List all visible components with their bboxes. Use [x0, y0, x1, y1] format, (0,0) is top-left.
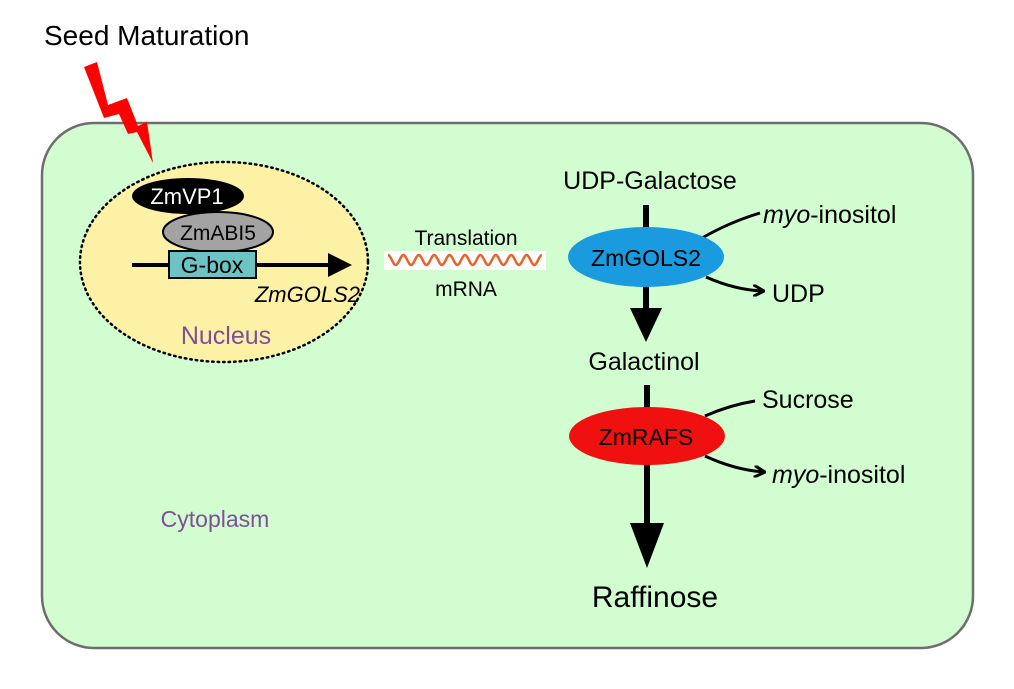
gene-name-label: ZmGOLS2 [254, 282, 360, 307]
udp-galactose-label: UDP-Galactose [563, 167, 737, 195]
translation-label: Translation [414, 227, 517, 250]
sucrose-label: Sucrose [762, 386, 854, 414]
zmabi5-label: ZmABI5 [180, 222, 256, 245]
myo-inositol-input-line [701, 211, 761, 240]
myo-prefix-2: myo [772, 461, 819, 489]
udp-label: UDP [772, 280, 825, 308]
myo-prefix: myo [763, 201, 810, 229]
gbox-element [168, 250, 257, 279]
inositol-suffix: -inositol [810, 201, 896, 229]
raffinose-label: Raffinose [592, 581, 718, 614]
myo-inositol-input-label: myo-inositol [763, 201, 896, 229]
galactinol-label: Galactinol [588, 348, 699, 376]
mrna-wave-icon [387, 253, 543, 267]
mrna-label: mRNA [435, 278, 497, 301]
zmrafs-label: ZmRAFS [599, 424, 694, 450]
zmgols2-label: ZmGOLS2 [591, 245, 701, 271]
cytoplasm-label: Cytoplasm [161, 506, 270, 532]
pathway-arrow-1-head [630, 308, 662, 342]
zmvp1-label: ZmVP1 [150, 184, 223, 209]
pathway-arrow-2-head [630, 523, 664, 568]
seed-maturation-title: Seed Maturation [44, 20, 249, 51]
zmgols2-enzyme [568, 227, 724, 287]
zmrafs-enzyme [569, 407, 725, 465]
lightning-signal-icon [84, 62, 153, 163]
sucrose-input-line [704, 399, 756, 418]
myo-inositol-output-arrow [704, 454, 764, 472]
gbox-label: G-box [181, 252, 244, 278]
gene-arrow-head [328, 253, 352, 277]
myo-inositol-output-label: myo-inositol [772, 461, 905, 489]
nucleus-label: Nucleus [181, 322, 271, 350]
zmvp1-protein [132, 178, 244, 214]
udp-output-arrow [705, 275, 763, 291]
inositol-suffix-2: -inositol [819, 461, 905, 489]
